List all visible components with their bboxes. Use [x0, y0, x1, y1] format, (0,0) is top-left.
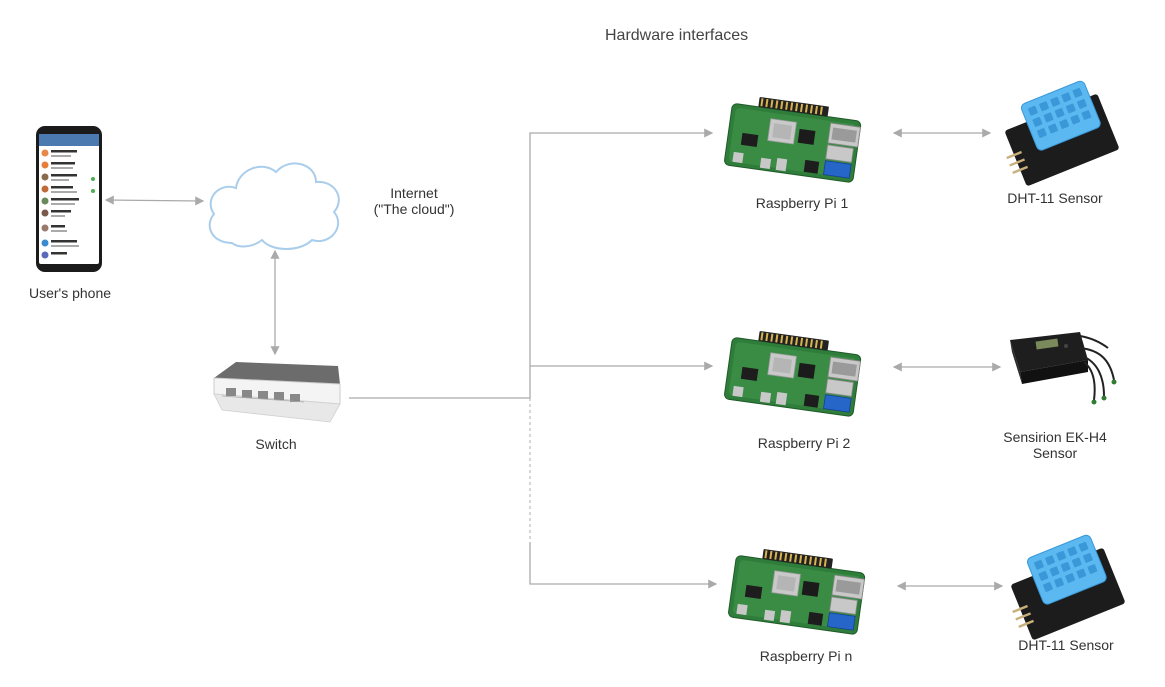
sensor1-label: DHT-11 Sensor: [1007, 190, 1103, 206]
connector-switch-bus: [349, 128, 714, 399]
connector-phone-cloud: [104, 195, 205, 206]
sensirion-sensor-icon: [1010, 332, 1117, 405]
cloud-label-line1: Internet: [390, 185, 438, 201]
raspberry-pi-1-icon: [723, 92, 864, 184]
cloud-label: Internet ("The cloud"): [362, 185, 466, 217]
diagram-title: Hardware interfaces: [605, 27, 749, 44]
smartphone-icon: [36, 126, 102, 272]
switch-label: Switch: [255, 436, 297, 452]
sensor2-label-line1: Sensirion EK-H4: [1003, 429, 1107, 445]
cloud-icon: [208, 162, 340, 250]
pi2-label: Raspberry Pi 2: [757, 435, 851, 451]
phone-label: User's phone: [28, 285, 112, 301]
sensor3-label: DHT-11 Sensor: [1018, 637, 1114, 653]
cloud-label-line2: ("The cloud"): [373, 201, 455, 217]
pin-label: Raspberry Pi n: [759, 648, 853, 664]
sensor2-label-line2: Sensor: [1032, 445, 1078, 461]
raspberry-pi-n-icon: [727, 544, 868, 636]
dht11-sensor-1-icon: [1003, 78, 1121, 188]
sensor2-label: Sensirion EK-H4 Sensor: [988, 429, 1122, 461]
connector-bus-pin: [529, 542, 718, 589]
pi1-label: Raspberry Pi 1: [755, 195, 849, 211]
network-switch-icon: [213, 362, 341, 423]
dht11-sensor-3-icon: [1009, 532, 1127, 642]
raspberry-pi-2-icon: [723, 326, 864, 418]
